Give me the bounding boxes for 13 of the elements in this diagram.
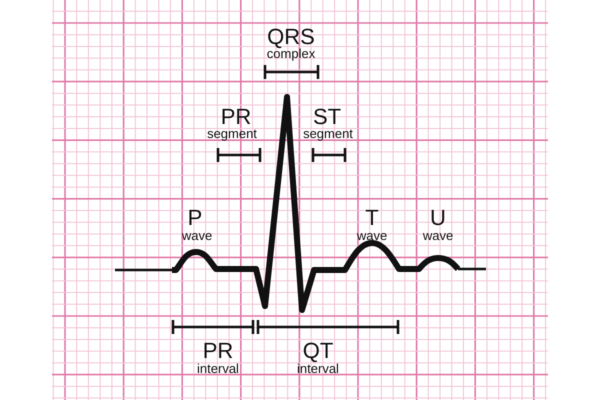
- wave-sublabel: wave: [422, 229, 454, 242]
- wave-label: QRS: [267, 26, 315, 48]
- wave-label: ST: [312, 106, 342, 128]
- wave-label: P: [188, 207, 202, 229]
- wave-sublabel: interval: [197, 362, 239, 375]
- wave-sublabel: wave: [182, 229, 212, 242]
- wave-label: U: [430, 207, 446, 229]
- wave-label: T: [365, 207, 379, 229]
- wave-label: PR: [220, 106, 252, 128]
- wave-label: QT: [302, 340, 334, 362]
- wave-sublabel: wave: [356, 229, 388, 242]
- wave-label: PR: [202, 340, 234, 362]
- wave-sublabel: segment: [303, 127, 353, 140]
